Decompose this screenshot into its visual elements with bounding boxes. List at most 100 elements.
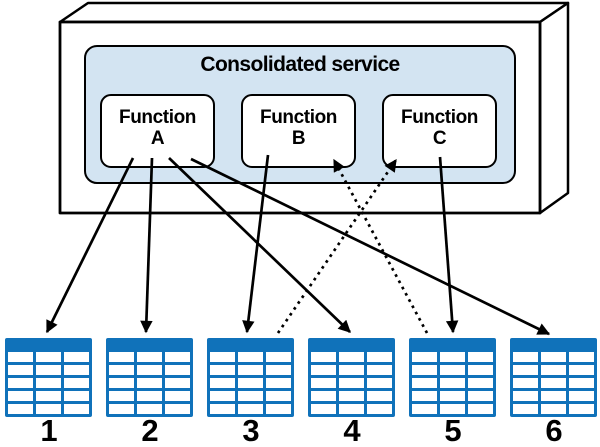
table-5-cell	[439, 377, 466, 389]
table-1-cell	[35, 377, 62, 389]
table-6-cell	[513, 377, 539, 389]
table-4-number-label: 4	[343, 413, 360, 447]
table-5-header-bar	[412, 341, 493, 352]
table-4-cell	[338, 364, 365, 376]
table-4-cell	[338, 403, 365, 414]
table-4-cell	[338, 377, 365, 389]
table-2-cell	[136, 364, 163, 376]
table-5-cell	[467, 352, 493, 363]
table-5-grid	[412, 352, 493, 414]
table-5-cell	[412, 352, 438, 363]
table-1-cell	[63, 352, 89, 363]
table-2-cell	[109, 377, 135, 389]
table-4-cell	[311, 377, 337, 389]
table-2-cell	[136, 403, 163, 414]
table-6	[510, 338, 597, 417]
table-6-grid	[513, 352, 594, 414]
table-5-cell	[439, 403, 466, 414]
table-3-cell	[265, 390, 291, 402]
table-4	[308, 338, 395, 417]
table-2-cell	[109, 403, 135, 414]
table-2-cell	[164, 403, 190, 414]
table-4-cell	[311, 403, 337, 414]
table-5-cell	[467, 403, 493, 414]
table-5-cell	[467, 390, 493, 402]
table-6-cell	[513, 364, 539, 376]
table-5-cell	[412, 403, 438, 414]
table-1-cell	[8, 364, 34, 376]
table-1-cell	[8, 403, 34, 414]
table-6-cell	[568, 403, 594, 414]
table-3-cell	[210, 403, 236, 414]
table-6-cell	[568, 390, 594, 402]
table-6-cell	[513, 390, 539, 402]
table-1-cell	[63, 390, 89, 402]
table-1-cell	[63, 403, 89, 414]
table-2	[106, 338, 193, 417]
table-4-cell	[366, 364, 392, 376]
function-b-label-line2: B	[291, 128, 306, 149]
table-6-cell	[540, 403, 567, 414]
table-4-header-bar	[311, 341, 392, 352]
table-6-cell	[568, 352, 594, 363]
table-2-cell	[109, 364, 135, 376]
function-a-label-line1: Function	[118, 107, 196, 128]
table-6-cell	[568, 377, 594, 389]
table-3-cell	[265, 364, 291, 376]
function-b-label-line1: Function	[259, 107, 337, 128]
table-6-header-bar	[513, 341, 594, 352]
table-3-cell	[237, 364, 264, 376]
table-3-cell	[265, 377, 291, 389]
table-1-grid	[8, 352, 89, 414]
server-box-side-face	[538, 1, 570, 215]
table-1	[5, 338, 92, 417]
table-4-cell	[366, 352, 392, 363]
table-2-cell	[164, 364, 190, 376]
table-6-cell	[513, 352, 539, 363]
table-3-cell	[210, 377, 236, 389]
table-5-cell	[439, 352, 466, 363]
table-1-header-bar	[8, 341, 89, 352]
table-6-cell	[513, 403, 539, 414]
table-4-cell	[311, 390, 337, 402]
table-4-cell	[338, 390, 365, 402]
table-1-cell	[8, 390, 34, 402]
table-5-cell	[412, 377, 438, 389]
table-3-cell	[210, 390, 236, 402]
table-3-header-bar	[210, 341, 291, 352]
table-2-number-label: 2	[141, 413, 158, 447]
table-3-cell	[265, 352, 291, 363]
table-6-number-label: 6	[545, 413, 562, 447]
table-4-grid	[311, 352, 392, 414]
table-2-cell	[164, 390, 190, 402]
table-6-cell	[540, 364, 567, 376]
table-1-cell	[63, 364, 89, 376]
table-1-cell	[35, 390, 62, 402]
table-6-cell	[540, 352, 567, 363]
table-6-cell	[568, 364, 594, 376]
table-3-cell	[237, 352, 264, 363]
table-2-header-bar	[109, 341, 190, 352]
table-1-cell	[35, 352, 62, 363]
table-4-cell	[366, 377, 392, 389]
table-4-cell	[338, 352, 365, 363]
table-5-number-label: 5	[444, 413, 461, 447]
function-c-label-line2: C	[432, 128, 447, 149]
table-2-cell	[164, 377, 190, 389]
table-3	[207, 338, 294, 417]
table-6-cell	[540, 390, 567, 402]
table-1-cell	[35, 403, 62, 414]
table-3-grid	[210, 352, 291, 414]
table-2-cell	[136, 352, 163, 363]
table-6-cell	[540, 377, 567, 389]
consolidated-service-title: Consolidated service	[200, 53, 400, 76]
table-5-cell	[467, 364, 493, 376]
table-1-cell	[35, 364, 62, 376]
table-1-cell	[8, 352, 34, 363]
table-1-cell	[8, 377, 34, 389]
table-4-cell	[311, 352, 337, 363]
